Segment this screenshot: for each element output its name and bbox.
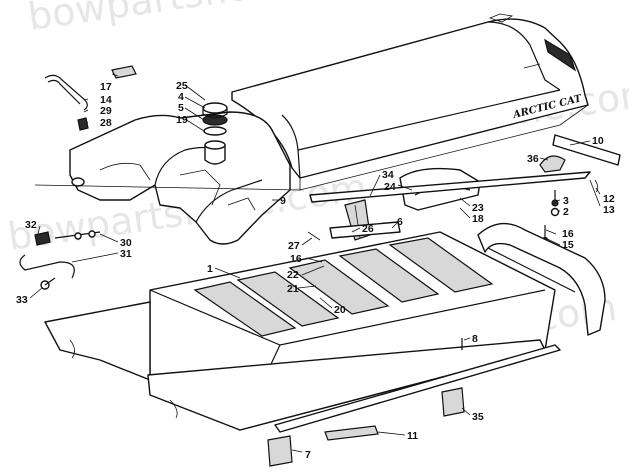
callout-10: 10 [592,135,604,147]
rear-rack-assembly [307,155,591,241]
callout-34: 34 [382,169,394,181]
callout-4: 4 [178,91,184,103]
callout-12: 12 [603,193,615,205]
callout-29: 29 [100,105,112,117]
callout-27: 27 [288,240,300,252]
callout-16-right: 16 [562,228,574,240]
callout-1: 1 [207,263,213,275]
callout-31: 31 [120,248,132,260]
callout-7: 7 [305,449,311,461]
mounting-brackets [267,387,465,467]
callout-33: 33 [16,294,28,306]
callout-5: 5 [178,102,184,114]
fuel-tank-assembly [34,65,301,245]
callout-labels: 1 2 3 4 5 6 7 8 9 10 11 12 13 14 15 16 1… [16,80,615,461]
callout-32: 32 [25,219,37,231]
callout-23: 23 [472,202,484,214]
callout-2: 2 [563,206,569,218]
callout-13: 13 [603,204,615,216]
callout-3: 3 [563,195,569,207]
callout-30: 30 [120,237,132,249]
callout-16-center: 16 [290,253,302,265]
callout-20: 20 [334,304,346,316]
callout-24: 24 [384,181,396,193]
callout-18: 18 [472,213,484,225]
callout-19: 19 [176,114,188,126]
callout-25: 25 [176,80,188,92]
callout-35: 35 [472,411,484,423]
callout-14: 14 [100,94,112,106]
watermark-text-1: bowpartsfiche.com [25,0,389,39]
leader-lines [29,73,601,453]
callout-6: 6 [397,216,403,228]
callout-17: 17 [100,81,112,93]
rear-bumper [552,134,621,193]
callout-15: 15 [562,239,574,251]
callout-8: 8 [472,333,478,345]
callout-9: 9 [280,195,286,207]
runner-strip [274,338,561,433]
callout-21: 21 [287,283,299,295]
chassis-tunnel [44,231,556,431]
callout-26: 26 [362,223,374,235]
brake-cable [19,230,101,290]
callout-22: 22 [287,269,299,281]
callout-28: 28 [100,117,112,129]
callout-36: 36 [527,153,539,165]
rear-frame [477,222,606,336]
callout-11: 11 [407,430,418,442]
